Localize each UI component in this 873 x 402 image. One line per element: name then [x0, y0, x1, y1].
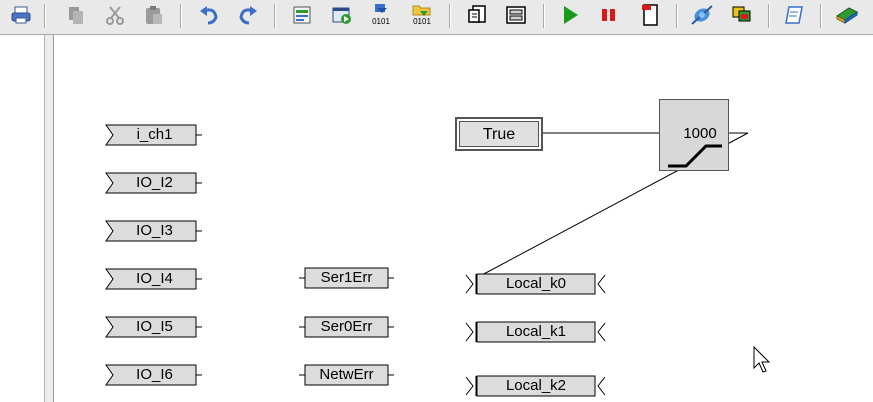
local-variable-label: Local_k0: [505, 275, 567, 292]
cut-icon: [106, 6, 124, 25]
print-icon: [11, 6, 31, 24]
error-flag-block[interactable]: Ser0Err: [299, 316, 395, 338]
help-book-button[interactable]: [835, 4, 859, 26]
notes-icon: [785, 6, 803, 24]
timer-value: 1000: [683, 125, 717, 142]
local-variable-block[interactable]: Local_k2: [465, 375, 607, 397]
compile-button[interactable]: [290, 4, 314, 26]
download-binary-button[interactable]: 0101: [369, 4, 393, 26]
notes-button[interactable]: [782, 4, 806, 26]
paste-icon: [146, 6, 162, 24]
input-block[interactable]: IO_I5: [105, 316, 202, 338]
error-flag-label: Ser1Err: [320, 269, 373, 286]
diagram-canvas[interactable]: [56, 35, 873, 402]
true-constant-block[interactable]: True: [455, 117, 543, 151]
windows-button[interactable]: [730, 4, 754, 26]
local-variable-label: Local_k1: [505, 323, 567, 340]
paste-button[interactable]: [142, 4, 166, 26]
true-constant-label: True: [459, 121, 539, 147]
error-flag-label: NetwErr: [319, 366, 374, 383]
monitor-icon: [642, 4, 658, 26]
copy-button[interactable]: [64, 4, 88, 26]
undo-icon: [200, 6, 218, 25]
simulate-button[interactable]: [330, 4, 354, 26]
redo-button[interactable]: [236, 4, 260, 26]
properties-button[interactable]: [504, 4, 528, 26]
input-label: IO_I2: [136, 174, 173, 191]
run-button[interactable]: [558, 4, 582, 26]
simulate-icon: [332, 7, 351, 24]
input-label: IO_I3: [136, 222, 173, 239]
download-binary-icon: 0101: [372, 4, 390, 26]
input-block[interactable]: i_ch1: [105, 124, 202, 146]
windows-icon: [732, 6, 751, 22]
local-variable-block[interactable]: Local_k0: [465, 273, 607, 295]
local-variable-label: Local_k2: [505, 377, 567, 394]
project-tree-pane: [0, 35, 44, 402]
compile-icon: [293, 6, 311, 24]
online-icon: [691, 5, 713, 25]
mouse-cursor-icon: [753, 346, 771, 373]
input-block[interactable]: IO_I3: [105, 220, 202, 242]
properties-icon: [506, 6, 526, 24]
svg-text:0101: 0101: [372, 17, 390, 26]
svg-text:0101: 0101: [413, 17, 431, 26]
run-icon: [564, 6, 578, 24]
input-block[interactable]: IO_I4: [105, 268, 202, 290]
timer-block[interactable]: 1000: [659, 99, 729, 171]
monitor-button[interactable]: [638, 4, 662, 26]
cut-button[interactable]: [103, 4, 127, 26]
error-flag-block[interactable]: NetwErr: [299, 364, 395, 386]
online-button[interactable]: [690, 4, 714, 26]
print-button[interactable]: [9, 4, 33, 26]
stop-icon: [602, 9, 615, 21]
input-label: i_ch1: [136, 126, 173, 143]
insert-block-button[interactable]: [465, 4, 489, 26]
local-variable-block[interactable]: Local_k1: [465, 321, 607, 343]
open-binary-icon: 0101: [412, 5, 431, 26]
input-label: IO_I4: [136, 270, 173, 287]
copy-icon: [69, 7, 83, 24]
undo-button[interactable]: [197, 4, 221, 26]
pane-splitter[interactable]: [44, 35, 54, 402]
input-label: IO_I6: [136, 366, 173, 383]
help-book-icon: [836, 7, 858, 24]
error-flag-label: Ser0Err: [320, 318, 373, 335]
input-block[interactable]: IO_I6: [105, 364, 202, 386]
toolbar: 0101 0101: [0, 0, 873, 35]
redo-icon: [239, 6, 257, 25]
stop-button[interactable]: [597, 4, 621, 26]
open-binary-button[interactable]: 0101: [410, 4, 434, 26]
ramp-icon: [668, 144, 722, 168]
error-flag-block[interactable]: Ser1Err: [299, 267, 395, 289]
insert-block-icon: [468, 5, 486, 23]
input-block[interactable]: IO_I2: [105, 172, 202, 194]
input-label: IO_I5: [136, 318, 173, 335]
